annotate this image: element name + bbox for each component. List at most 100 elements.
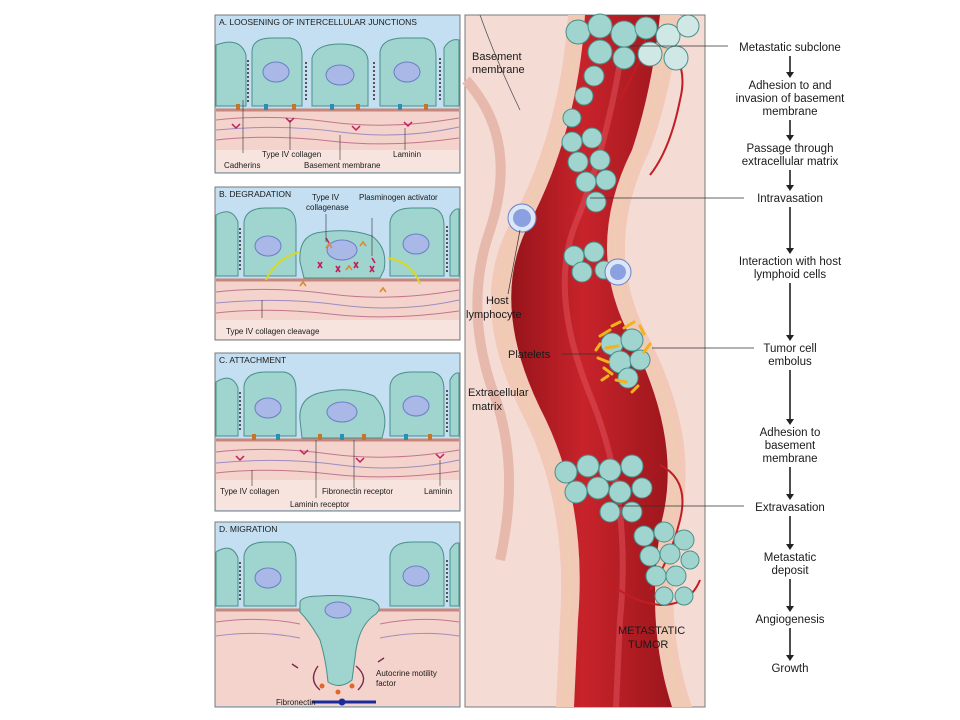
invading-cells <box>561 127 617 213</box>
extravasation-cell-6 <box>586 476 610 500</box>
panel-b-label-area <box>216 320 459 339</box>
panel-c-nucleus-3 <box>402 395 430 417</box>
embolus-cell-5 <box>617 367 639 389</box>
panel-b-collagenase-marks <box>299 240 387 293</box>
label-type-iv-collagen-cleavage: Type IV collagen cleavage <box>226 327 320 336</box>
subclone-cell-3 <box>610 20 638 48</box>
subclone-cell-1 <box>565 19 591 45</box>
step-8: Extravasation <box>755 502 825 514</box>
embolus-cell-2 <box>620 328 644 352</box>
panel-c-receptors <box>252 434 432 440</box>
panel-c-receptor-5 <box>362 434 366 440</box>
panel-a-anchor-6 <box>398 104 402 110</box>
panel-b-nucleus-2 <box>326 239 358 261</box>
step-3-line-1: Passage through <box>747 143 834 155</box>
panel-b-nucleus-1 <box>254 235 282 257</box>
panel-d-motility-dots <box>319 683 355 695</box>
panel-c-receptor-6 <box>404 434 408 440</box>
step-connectors <box>590 45 754 507</box>
subclone-cell-5 <box>655 23 681 49</box>
step-arrow-head-10 <box>786 655 794 661</box>
panel-c-tissue <box>216 440 459 480</box>
panel-c-nucleus-2 <box>326 401 358 423</box>
extravasation-cluster <box>554 454 653 523</box>
label-type-iv-collagenase-1: Type IV <box>312 193 340 202</box>
label-laminin-c: Laminin <box>424 487 452 496</box>
step-arrow-head-9 <box>786 606 794 612</box>
label-type-iv-collagenase-2: collagenase <box>306 203 349 212</box>
panel-b-fiber-1 <box>215 288 460 298</box>
panel-c-fiber-1 <box>215 448 460 458</box>
panel-c-receptor-1 <box>252 434 256 440</box>
lymphocyte-leader <box>507 229 521 295</box>
panel-d-junctions <box>239 560 448 602</box>
panel-b-leaders <box>261 214 373 318</box>
basement-membrane-edge <box>479 14 521 111</box>
step-7-line-3: membrane <box>763 453 818 465</box>
step-3-line-2: extracellular matrix <box>742 156 839 168</box>
subclone-cell-12 <box>574 86 594 106</box>
subclone-cell-10 <box>663 45 689 71</box>
deposit-cell-3 <box>673 529 695 551</box>
extravasation-cell-4 <box>620 454 644 478</box>
panel-c-junctions <box>239 390 448 432</box>
panel-d-migrating-cell <box>299 595 380 686</box>
panel-b-fiber-3 <box>215 309 460 318</box>
panel-b-junctions <box>239 226 448 272</box>
subclone-cell-2 <box>587 13 613 39</box>
panel-c-receptor-4 <box>340 434 344 440</box>
panel-b-fiber-2 <box>215 299 460 309</box>
deposit-cell-4 <box>639 545 661 567</box>
label-basement-1: Basement <box>472 51 522 63</box>
deposit-cell-5 <box>659 543 681 565</box>
invading-cell-6 <box>595 169 617 191</box>
extravasation-cell-9 <box>599 501 621 523</box>
step-7-line-2: basement <box>765 440 816 452</box>
panel-c-fiber-2 <box>215 459 460 469</box>
step-4: Intravasation <box>757 193 823 205</box>
panel-a-fiber-2 <box>215 126 460 136</box>
label-metastatic: METASTATIC <box>618 625 685 637</box>
subclone-cluster <box>562 13 700 128</box>
step-4-line-1: Intravasation <box>757 193 823 205</box>
label-type-iv-collagen-a: Type IV collagen <box>262 150 321 159</box>
panel-d-fiber-1 <box>215 618 301 625</box>
panel-a-label-area <box>216 150 459 172</box>
panel-b-tissue <box>216 280 459 320</box>
label-platelets: Platelets <box>508 349 551 361</box>
left-stromal-wall <box>462 76 515 562</box>
panel-a-anchor-4 <box>330 104 334 110</box>
metastatic-deposit <box>633 521 700 606</box>
step-9-line-1: Metastatic <box>764 552 817 564</box>
panel-c-leaders <box>251 440 441 498</box>
panel-b-cell-1 <box>215 211 239 277</box>
panel-a-nucleus-3 <box>393 61 421 83</box>
panel-b-nucleus-3 <box>402 233 430 255</box>
panel-c-cell-1 <box>215 377 239 437</box>
panel-d-nucleus-2 <box>324 601 352 619</box>
panel-a-tissue <box>216 110 459 150</box>
panel-d-dot-2 <box>335 689 341 695</box>
label-laminin-receptor: Laminin receptor <box>290 500 350 509</box>
subclone-cell-7 <box>587 39 613 65</box>
step-9-line-2: deposit <box>771 565 809 577</box>
step-5-line-2: lymphoid cells <box>754 269 826 281</box>
panel-b-title: B. DEGRADATION <box>219 189 291 199</box>
panel-d-fiber-3 <box>215 632 301 639</box>
label-ecm-2: matrix <box>472 401 502 413</box>
label-host-2: lymphocyte <box>466 309 522 321</box>
invading-cell-7 <box>585 191 607 213</box>
invading-cell-5 <box>575 171 597 193</box>
invading-cell-2 <box>581 127 603 149</box>
intravascular-cell-2 <box>583 241 605 263</box>
label-fibronectin: Fibronectin <box>276 698 316 707</box>
deposit-cell-7 <box>645 565 667 587</box>
label-plasminogen-activator: Plasminogen activator <box>359 193 438 202</box>
panel-a-nucleus-2 <box>325 64 355 86</box>
step-10: Angiogenesis <box>755 614 824 626</box>
